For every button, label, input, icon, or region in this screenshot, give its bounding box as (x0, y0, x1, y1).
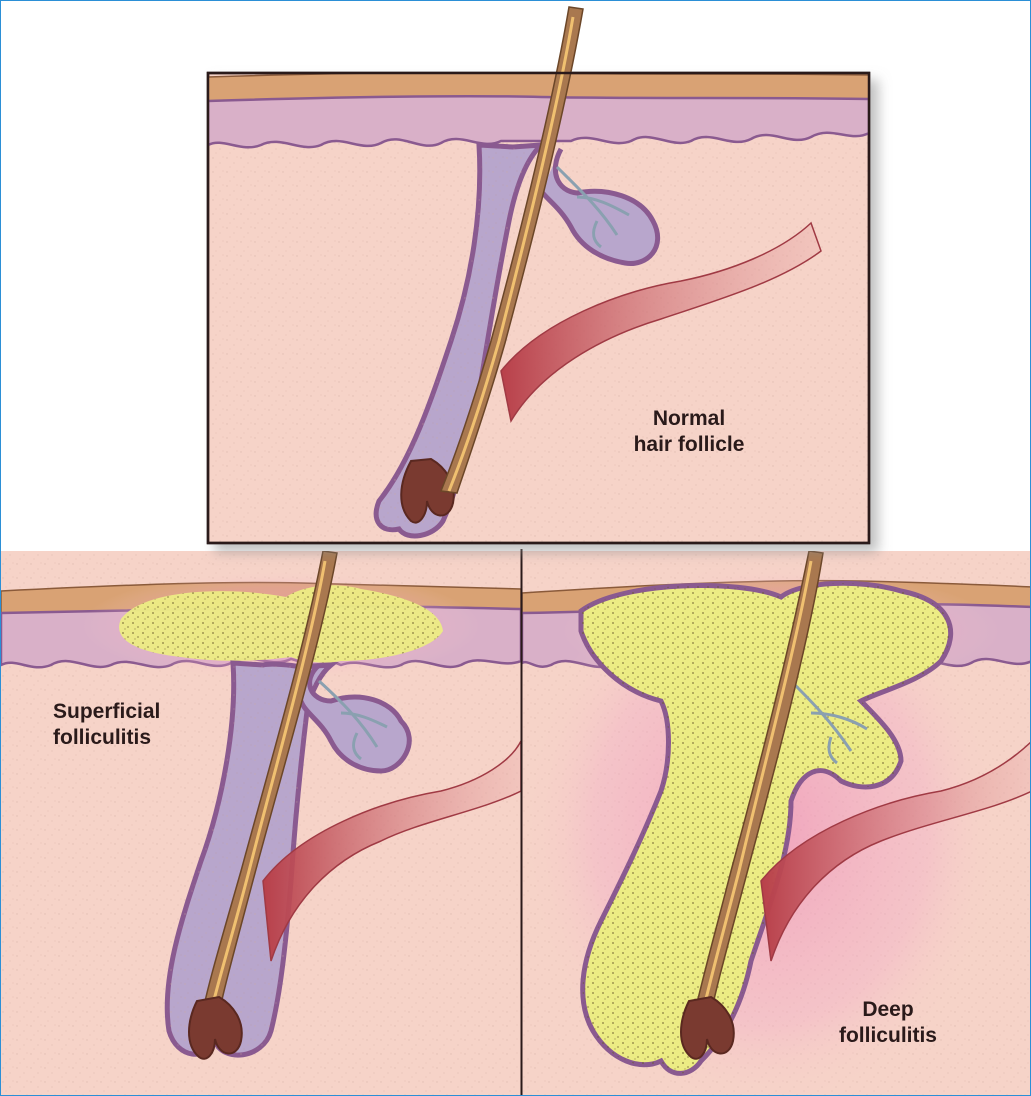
deep-label-line2: folliculitis (813, 1023, 963, 1049)
normal-label-line1: Normal (599, 406, 779, 432)
deep-folliculitis-label: Deep folliculitis (813, 997, 963, 1049)
normal-follicle-label: Normal hair follicle (599, 406, 779, 458)
superficial-folliculitis-panel (1, 551, 521, 1096)
superficial-folliculitis-label: Superficial folliculitis (53, 699, 160, 751)
normal-label-line2: hair follicle (599, 432, 779, 458)
superficial-label-line1: Superficial (53, 699, 160, 725)
superficial-label-line2: folliculitis (53, 725, 160, 751)
deep-label-line1: Deep (813, 997, 963, 1023)
